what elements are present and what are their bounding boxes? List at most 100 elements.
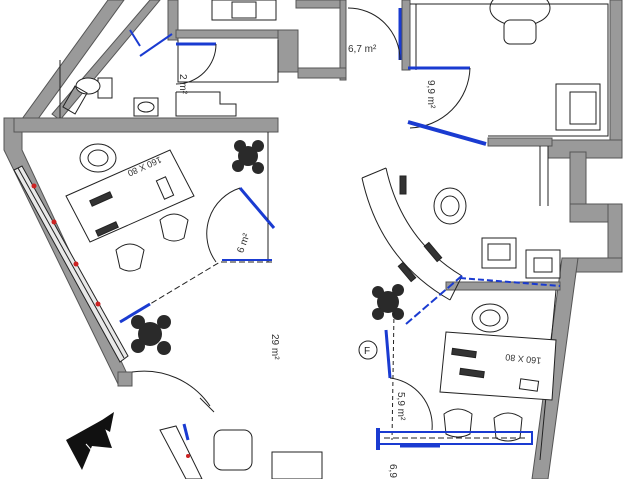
- plant-upper: [232, 140, 264, 174]
- entrance-blue-door: [182, 423, 190, 441]
- top-small-room: 2 m²: [175, 42, 217, 95]
- side-cabinet: [555, 83, 601, 131]
- reception-screen: [397, 261, 417, 283]
- meeting-chair: [503, 19, 537, 45]
- wall-left-office-top: [13, 117, 279, 133]
- area-label-right-office: 5,9 m²: [395, 392, 406, 421]
- reception-end-bottom: [449, 275, 463, 301]
- area-label-top-right: 9,9 m²: [425, 80, 436, 109]
- right-chair-top-seat: [479, 309, 501, 327]
- reception-desk: [361, 167, 467, 301]
- top-right-room-outline: [410, 3, 609, 137]
- left-office: [65, 143, 276, 324]
- right-desk: [439, 331, 557, 401]
- left-office-glass-bottom: [119, 261, 272, 323]
- reception-end-top: [361, 167, 387, 179]
- right-chair-top: [471, 303, 509, 333]
- toilet-door-arrow: [129, 29, 173, 57]
- bottom-right-partition: [376, 428, 533, 450]
- red-dot: [95, 301, 101, 307]
- left-office-door-swing: [206, 187, 241, 263]
- wall-right-outer-top: [609, 0, 623, 159]
- wall-top-mid-stub: [277, 29, 299, 73]
- left-desk: [65, 149, 195, 243]
- visitor-chair-2: [159, 213, 189, 242]
- wall-room-divider: [401, 0, 411, 71]
- left-office-glass-blue-2: [119, 302, 151, 324]
- reception-outer: [361, 177, 451, 301]
- stairs-step-outline: [175, 91, 237, 117]
- printer-2: [525, 249, 561, 279]
- visitor-chair-1: [115, 243, 145, 272]
- top-mid-door-swing: [347, 7, 401, 61]
- wall-top-mid-right-v: [339, 0, 347, 81]
- entrance-door-swing: [131, 370, 211, 407]
- right-desk-keyboard: [451, 347, 477, 359]
- small-room-outline: [177, 40, 279, 83]
- entrance-table: [271, 451, 323, 479]
- entrance-armchair: [213, 429, 253, 471]
- desk-label-right: 160 X 80: [505, 352, 542, 366]
- left-window-strip: [13, 165, 129, 363]
- top-mid-chair: [231, 1, 257, 19]
- right-office-door-swing: [389, 377, 433, 431]
- left-office-door: [238, 187, 276, 229]
- entrance-bench: [159, 425, 203, 479]
- center-blue-partition: [459, 277, 561, 287]
- top-right-door-swing: [409, 67, 471, 129]
- extinguisher-letter: F: [364, 346, 370, 357]
- printers: [481, 237, 561, 279]
- left-chair-top: [79, 143, 117, 173]
- toilet-room: [62, 77, 159, 117]
- right-visitor-chair-1: [443, 408, 473, 438]
- red-dot: [73, 261, 79, 267]
- window-strip-line: [17, 167, 125, 359]
- side-cabinet-inner: [569, 91, 597, 125]
- right-desk-keyboard-2: [459, 367, 485, 379]
- left-desk-monitor: [155, 176, 175, 200]
- area-label-top-mid: 6,7 m²: [348, 44, 377, 55]
- right-office-glass-left: [391, 311, 395, 441]
- reception-inner: [385, 167, 463, 277]
- top-mid-room: 6,7 m²: [211, 0, 402, 61]
- small-room-door-swing: [175, 43, 217, 85]
- top-right-wall-door: [407, 120, 487, 146]
- entrance-area: [131, 370, 323, 479]
- wall-right-office-top: [445, 281, 561, 291]
- right-office-door: [384, 329, 392, 379]
- left-chair-top-seat: [87, 149, 109, 167]
- plant-lower-left: [131, 315, 171, 355]
- wall-top-mid-right: [295, 0, 347, 9]
- toilet-bowl: [75, 77, 101, 95]
- red-dot: [51, 219, 57, 225]
- area-label-bottom-right: 6,9: [387, 464, 398, 478]
- plant-right: [372, 284, 404, 320]
- reception-keyboard-1: [399, 175, 407, 195]
- left-desk-keyboard-2: [95, 221, 119, 237]
- printer-2-inner: [533, 257, 553, 273]
- sink: [133, 97, 159, 117]
- area-label-top-small: 2 m²: [177, 74, 188, 95]
- right-desk-monitor: [518, 378, 540, 392]
- small-cabinet: [62, 85, 88, 115]
- left-desk-keyboard: [89, 191, 113, 207]
- red-dot-bottom: [186, 454, 190, 458]
- top-right-room: 9,9 m²: [407, 0, 601, 146]
- wall-top-right-bottom: [487, 137, 553, 147]
- extinguisher-symbol-icon: F: [358, 340, 378, 360]
- reception-glass: [405, 273, 465, 325]
- printer-1-inner: [487, 243, 511, 261]
- wall-top-mid-left: [175, 29, 293, 39]
- right-visitor-chair-2: [493, 412, 523, 442]
- reception-chair-seat: [440, 195, 460, 217]
- reception-keyboard-2: [423, 241, 443, 263]
- printer-1: [481, 237, 517, 269]
- area-label-center: 29 m²: [269, 334, 280, 360]
- wall-bottom-left: [117, 371, 133, 387]
- sink-basin: [137, 101, 155, 113]
- reception-chair: [433, 187, 467, 225]
- red-dot: [31, 183, 37, 189]
- wall-top-mid-bottom: [297, 67, 347, 79]
- north-arrow-icon: [66, 412, 114, 470]
